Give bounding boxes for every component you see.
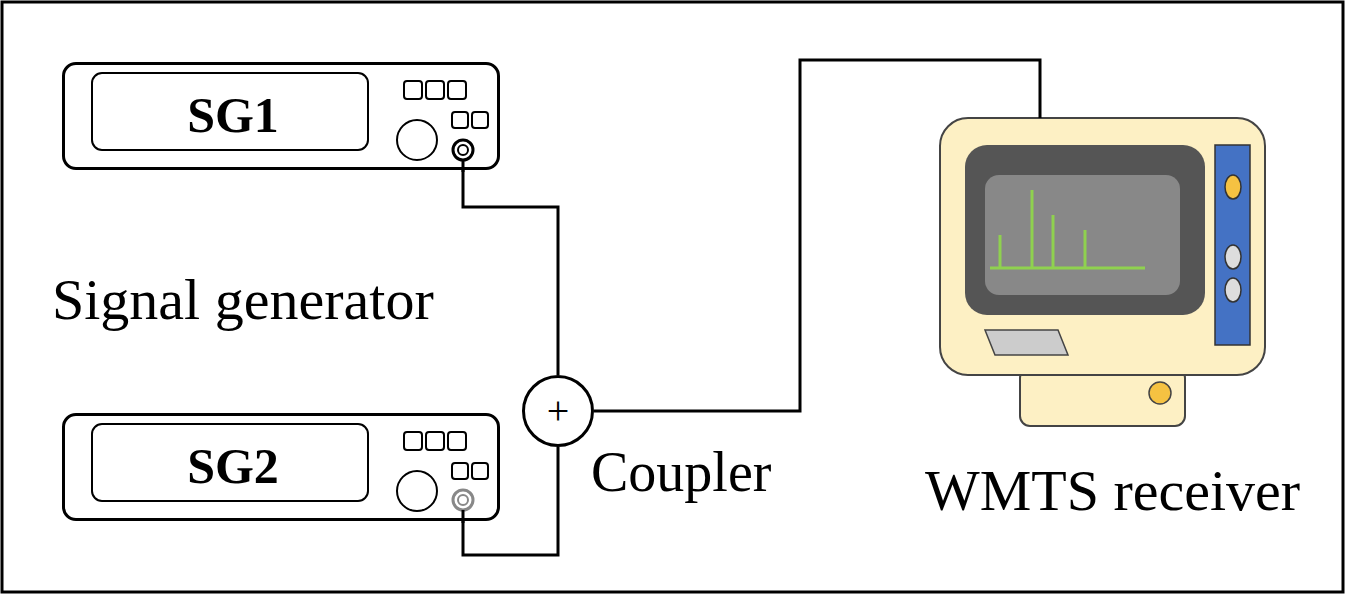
generator-name: SG2 [95,427,371,504]
sum-symbol: + [525,378,591,444]
coupler-circle: +Coupler [522,375,594,447]
generator-panel [92,73,488,172]
receiver: WMTS receiver [895,118,1330,510]
wire [594,60,1040,411]
generator-name: SG1 [95,76,371,153]
generator-panel [92,424,488,523]
signal-generator: SG2 [62,413,500,521]
signal-generator: SG1 [62,62,500,170]
group-label: Signal generator [52,265,434,335]
wire [463,170,558,375]
wire [463,447,558,555]
receiver-illustration [940,118,1265,426]
coupler-label: Coupler [591,439,771,506]
receiver-label: WMTS receiver [895,456,1330,526]
